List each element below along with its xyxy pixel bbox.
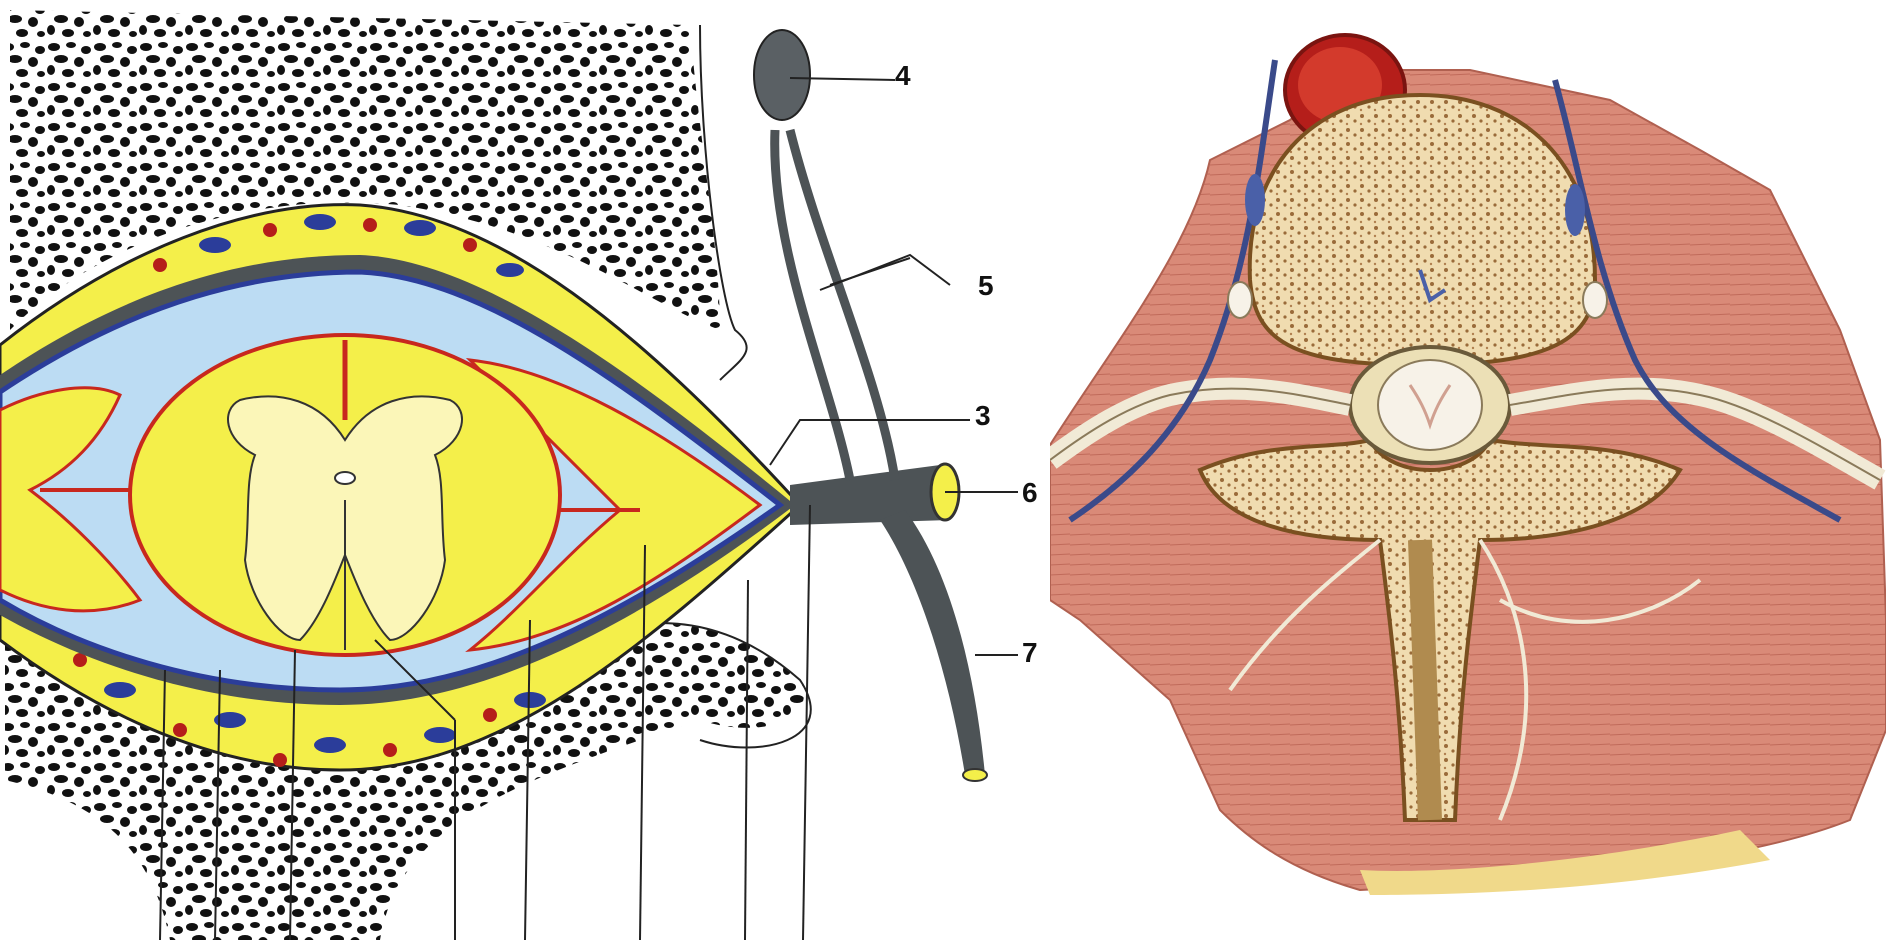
right-ganglion <box>1583 282 1607 318</box>
spinal-cord-schematic: 4 5 3 6 7 <box>0 0 1050 945</box>
spinal-nerve <box>790 465 950 525</box>
label-5: 5 <box>978 270 994 301</box>
spinous-process-center <box>1420 540 1430 820</box>
sympathetic-ganglion <box>754 30 810 120</box>
dorsal-ramus-end <box>963 769 987 781</box>
label-7: 7 <box>1022 637 1038 668</box>
right-vein <box>1565 184 1585 236</box>
illustration-svg <box>1050 0 1886 945</box>
central-canal <box>335 472 355 484</box>
label-6: 6 <box>1022 477 1038 508</box>
ramus-communicans-1 <box>775 130 850 480</box>
label-3: 3 <box>975 400 991 431</box>
left-vein <box>1245 174 1265 226</box>
vertebra-cross-section-illustration <box>1050 0 1886 945</box>
left-ganglion <box>1228 282 1252 318</box>
label-4: 4 <box>895 60 911 91</box>
dorsal-ramus <box>880 510 985 775</box>
schematic-svg: 4 5 3 6 7 <box>0 0 1050 945</box>
spinal-cord-illustration <box>1378 360 1482 450</box>
